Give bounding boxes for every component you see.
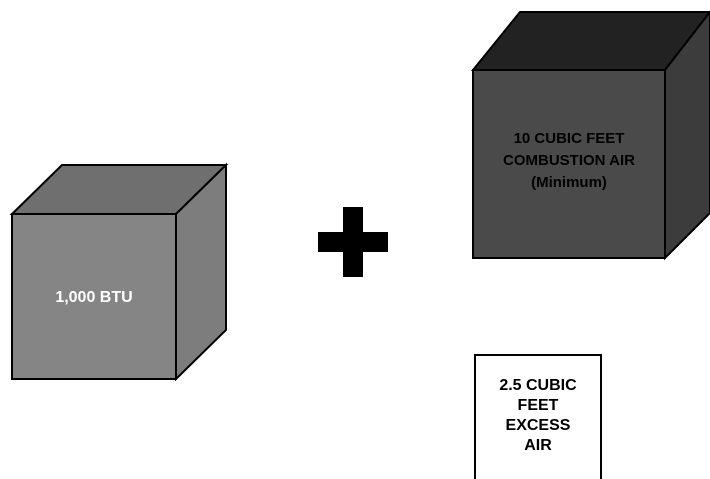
excess-air-line-2: FEET <box>517 397 559 414</box>
excess-air-box: 2.5 CUBIC FEET EXCESS AIR <box>474 354 602 479</box>
plus-icon <box>318 207 388 277</box>
combustion-label-line-2: COMBUSTION AIR <box>503 152 635 169</box>
excess-air-line-1: 2.5 CUBIC <box>499 377 577 394</box>
btu-cube: 1,000 BTU <box>9 162 229 382</box>
combustion-cube-front-face <box>472 69 666 259</box>
combustion-label-line-1: 10 CUBIC FEET <box>514 130 625 147</box>
excess-air-line-3: EXCESS <box>505 417 571 434</box>
combustion-label-line-3: (Minimum) <box>531 174 607 191</box>
btu-cube-label: 1,000 BTU <box>55 289 132 306</box>
combustion-air-cube: 10 CUBIC FEET COMBUSTION AIR (Minimum) <box>470 10 710 261</box>
btu-cube-front-face <box>11 213 177 380</box>
excess-air-line-4: AIR <box>524 437 552 454</box>
